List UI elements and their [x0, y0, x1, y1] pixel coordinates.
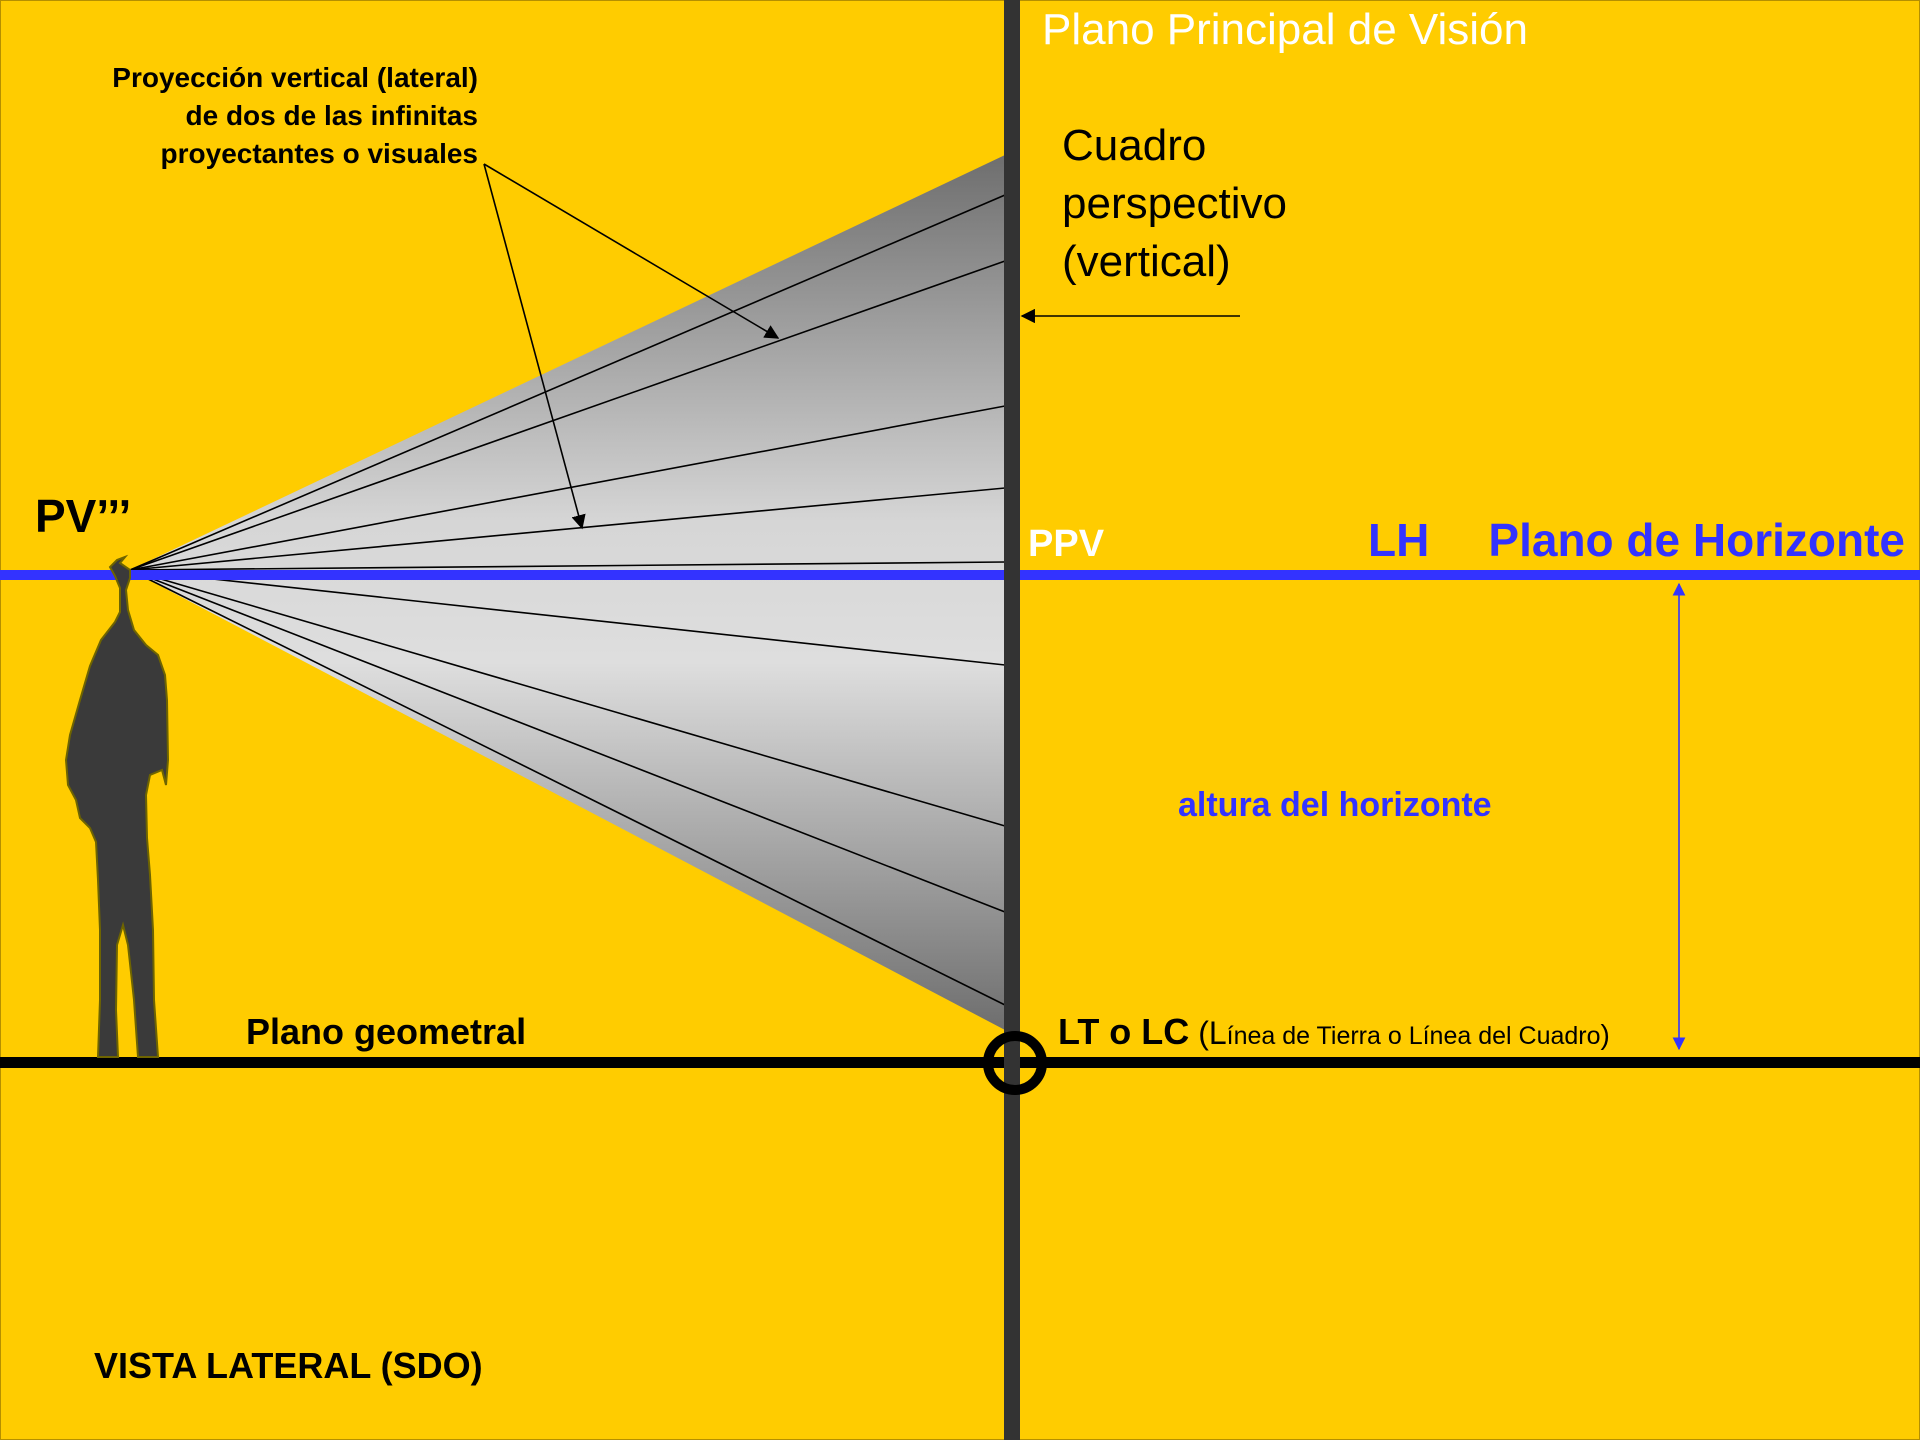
projection-rays [129, 194, 1006, 1006]
lt-lc-bold: LT o LC [1058, 1011, 1189, 1052]
horizon-line [0, 570, 1920, 580]
annotation-line-1: Proyección vertical (lateral) [112, 62, 478, 93]
lt-lc-detail: ínea de Tierra o Línea del Cuadro [1227, 1022, 1601, 1050]
leader-arrow [483, 163, 586, 530]
person-silhouette [64, 554, 170, 1058]
lt-lc-label: LT o LC (Línea de Tierra o Línea del Cua… [1058, 1011, 1610, 1052]
projection-ray [129, 569, 1006, 827]
cuadro-line-3: (vertical) [1062, 237, 1231, 286]
cuadro-line-2: perspectivo [1062, 179, 1287, 228]
altura-horizonte-label: altura del horizonte [1178, 786, 1492, 824]
plano-principal-label: Plano Principal de Visión [1042, 5, 1528, 54]
picture-plane [1004, 0, 1020, 1440]
cuadro-perspectivo-label: Cuadro perspectivo (vertical) [1062, 121, 1287, 286]
annotation-line-2: de dos de las infinitas [185, 100, 478, 131]
projection-annotation: Proyección vertical (lateral) de dos de … [112, 62, 478, 169]
ppv-label: PPV [1028, 523, 1105, 565]
lt-lc-open: (L [1189, 1015, 1226, 1051]
intersection-circle [983, 1031, 1047, 1095]
visual-cone [130, 155, 1005, 1030]
plano-horizonte-label: Plano de Horizonte [1488, 514, 1905, 566]
vista-lateral-label: VISTA LATERAL (SDO) [94, 1345, 483, 1386]
projection-ray [129, 487, 1006, 571]
cuadro-line-1: Cuadro [1062, 121, 1206, 170]
leader-arrow [483, 163, 780, 339]
lh-label: LH [1368, 514, 1429, 566]
projection-ray [129, 569, 1006, 666]
lt-lc-close: ) [1601, 1019, 1610, 1050]
projection-ray [129, 569, 1006, 913]
annotation-line-3: proyectantes o visuales [161, 138, 478, 169]
ground-line [0, 1057, 1920, 1068]
projection-ray [129, 561, 1006, 571]
projection-ray [129, 405, 1006, 571]
projection-ray [129, 260, 1006, 571]
plano-geometral-label: Plano geometral [246, 1011, 526, 1052]
projection-ray [129, 194, 1006, 571]
pv-label: PV’’’ [35, 490, 131, 542]
projection-ray [129, 569, 1006, 1006]
